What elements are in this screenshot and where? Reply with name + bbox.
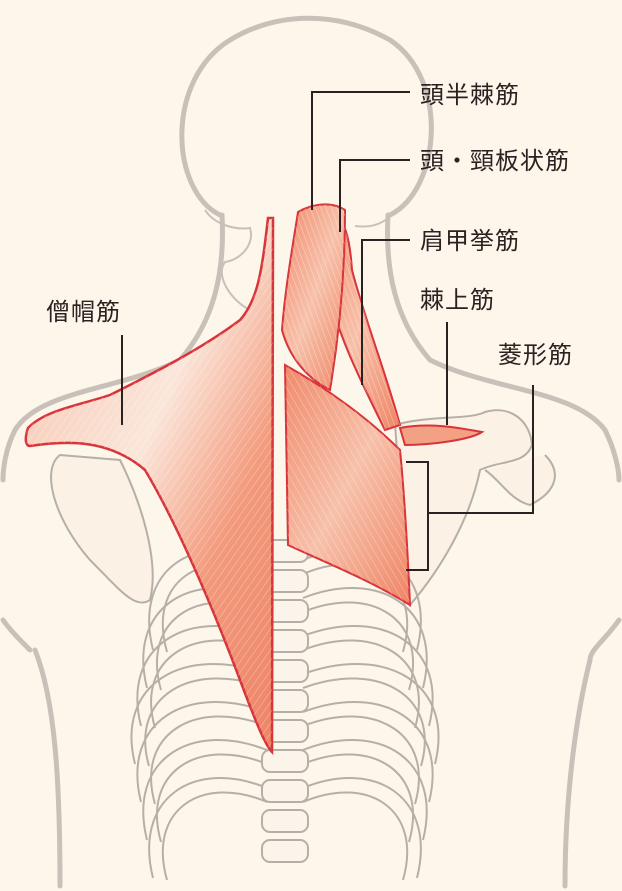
label-semispinalis-capitis: 頭半棘筋 <box>420 81 520 109</box>
scapula-left <box>50 453 154 604</box>
rib <box>302 677 426 767</box>
trapezius-muscle <box>24 216 275 756</box>
rhomboid-bracket <box>406 461 429 571</box>
rib <box>302 625 434 727</box>
supraspinatus-muscle <box>398 424 485 447</box>
rib <box>150 715 268 805</box>
rib <box>302 777 422 879</box>
rib <box>155 753 268 843</box>
rib <box>302 715 420 805</box>
rib <box>302 791 409 881</box>
vertebra <box>261 839 309 863</box>
rib <box>302 701 434 803</box>
rib <box>161 791 268 881</box>
skull-base <box>204 209 396 311</box>
vertebra <box>261 779 309 803</box>
leader-rhomboid <box>428 385 534 514</box>
label-trapezius: 僧帽筋 <box>46 298 121 326</box>
rib <box>302 663 440 765</box>
body-outline <box>0 15 622 889</box>
label-supraspinatus: 棘上筋 <box>420 286 495 314</box>
vertebra <box>261 809 309 833</box>
rib <box>302 639 420 729</box>
rib <box>302 587 428 689</box>
label-levator-scapulae: 肩甲挙筋 <box>420 227 520 255</box>
rib <box>302 753 415 843</box>
rib <box>136 701 268 803</box>
rib <box>142 739 268 841</box>
label-splenius: 頭・頸板状筋 <box>420 147 570 175</box>
leader-lines <box>121 91 534 571</box>
splenius-muscle <box>280 203 347 392</box>
rib <box>302 601 415 691</box>
leader-semispinalis <box>311 91 410 210</box>
rib <box>302 739 428 841</box>
leader-levator <box>361 239 410 385</box>
vertebra <box>261 749 309 773</box>
rib <box>148 777 268 879</box>
rhomboid-muscle <box>283 363 412 607</box>
leader-splenius <box>339 159 410 232</box>
label-rhomboid: 菱形筋 <box>498 341 573 369</box>
